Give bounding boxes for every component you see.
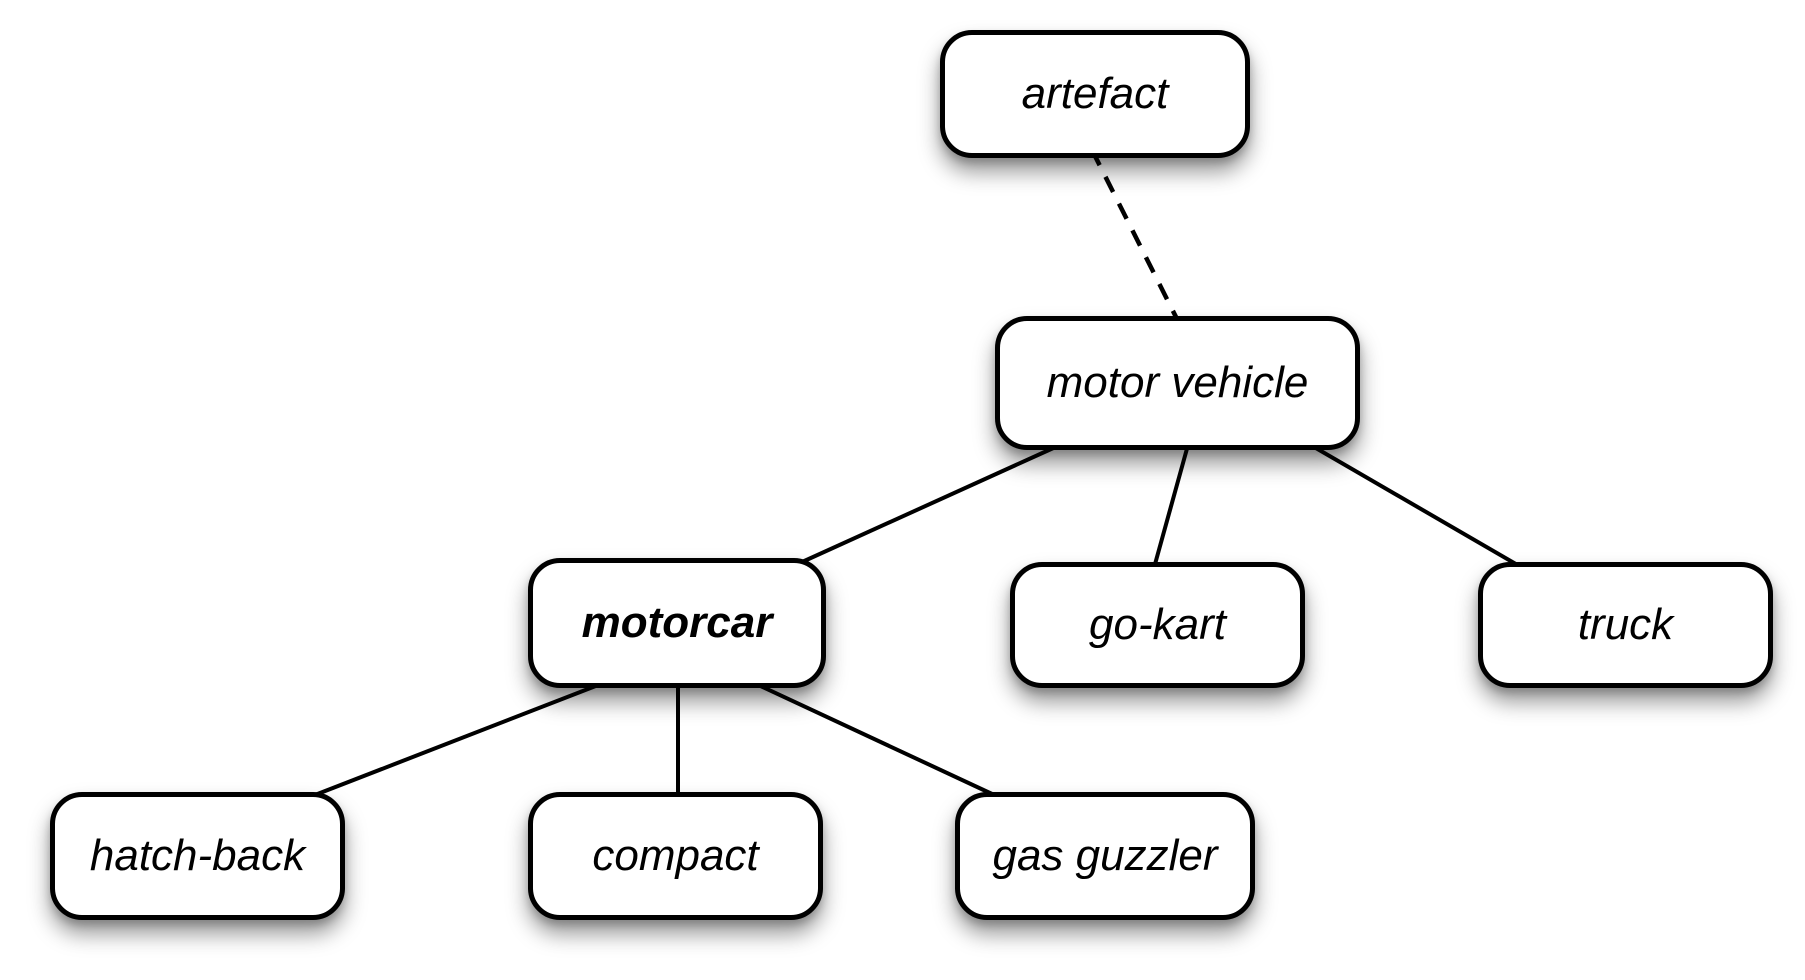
- node-artefact: artefact: [940, 30, 1250, 158]
- node-gas-guzzler: gas guzzler: [955, 792, 1255, 920]
- node-label-motorcar: motorcar: [581, 598, 773, 647]
- edge-motor-vehicle-to-truck: [1300, 438, 1542, 580]
- edge-motor-vehicle-to-go-kart: [1150, 444, 1190, 576]
- node-label-hatch-back: hatch-back: [89, 831, 306, 880]
- node-label-compact: compact: [592, 831, 759, 880]
- node-go-kart: go-kart: [1010, 562, 1305, 688]
- node-label-go-kart: go-kart: [1089, 600, 1226, 649]
- edge-artefact-to-motor-vehicle: [1089, 148, 1183, 327]
- node-truck: truck: [1478, 562, 1773, 688]
- node-label-truck: truck: [1577, 600, 1674, 649]
- node-label-artefact: artefact: [1021, 69, 1169, 118]
- node-label-motor-vehicle: motor vehicle: [1046, 358, 1309, 407]
- edge-motorcar-to-gas-guzzler: [751, 680, 1006, 802]
- edge-motorcar-to-hatch-back: [301, 680, 607, 802]
- node-motor-vehicle: motor vehicle: [995, 316, 1360, 450]
- node-label-gas-guzzler: gas guzzler: [992, 831, 1218, 880]
- node-compact: compact: [528, 792, 823, 920]
- node-hatch-back: hatch-back: [50, 792, 345, 920]
- node-motorcar: motorcar: [528, 558, 826, 688]
- edge-motor-vehicle-to-motorcar: [779, 443, 1061, 574]
